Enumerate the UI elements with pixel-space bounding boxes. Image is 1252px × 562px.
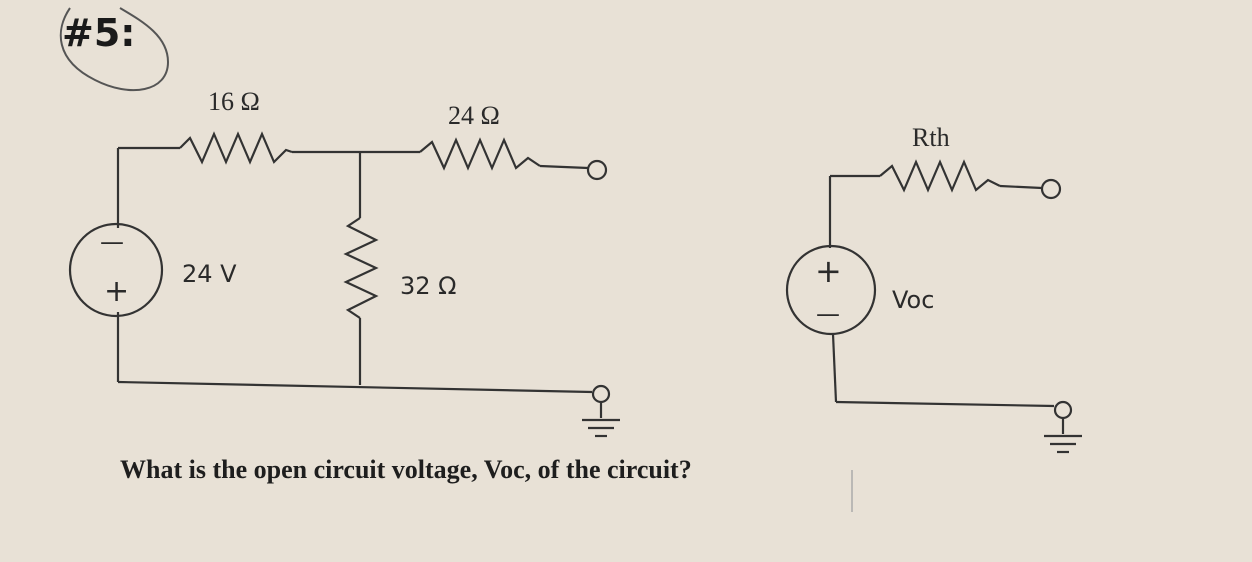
terminal-bottom-left-circuit (591, 384, 611, 404)
label-rth: Rth (912, 123, 950, 152)
resistor-16 (179, 131, 293, 165)
source-right-bottom-sign: — (816, 300, 840, 328)
problem-number: #5: (62, 11, 135, 55)
terminal-top-left-circuit (586, 159, 608, 181)
question-text: What is the open circuit voltage, Voc, o… (120, 455, 692, 484)
wire-right-bottom (835, 400, 1055, 408)
wire-right-to-terminal (999, 184, 1043, 190)
voltage-source-24v (68, 222, 164, 318)
source-right-top-sign: + (815, 252, 842, 290)
resistor-32 (343, 217, 379, 319)
resistor-24 (419, 137, 541, 171)
terminal-bottom-right-circuit (1053, 400, 1073, 420)
source-left-bottom-sign: + (104, 274, 129, 309)
wire-right-bottom-vertical (831, 333, 838, 403)
voltage-source-voc (785, 244, 877, 336)
source-left-top-sign: — (100, 228, 124, 256)
label-r2: 24 Ω (448, 101, 500, 130)
problem-number-loop (59, 7, 170, 92)
label-r1: 16 Ω (208, 87, 260, 116)
resistor-rth (879, 159, 1001, 193)
label-source-left: 24 V (182, 260, 237, 288)
wire-bottom (117, 380, 593, 394)
label-voc: Voc (892, 286, 934, 314)
label-r3: 32 Ω (400, 272, 457, 300)
terminal-top-right-circuit (1040, 178, 1062, 200)
wire-top-c (539, 164, 589, 170)
